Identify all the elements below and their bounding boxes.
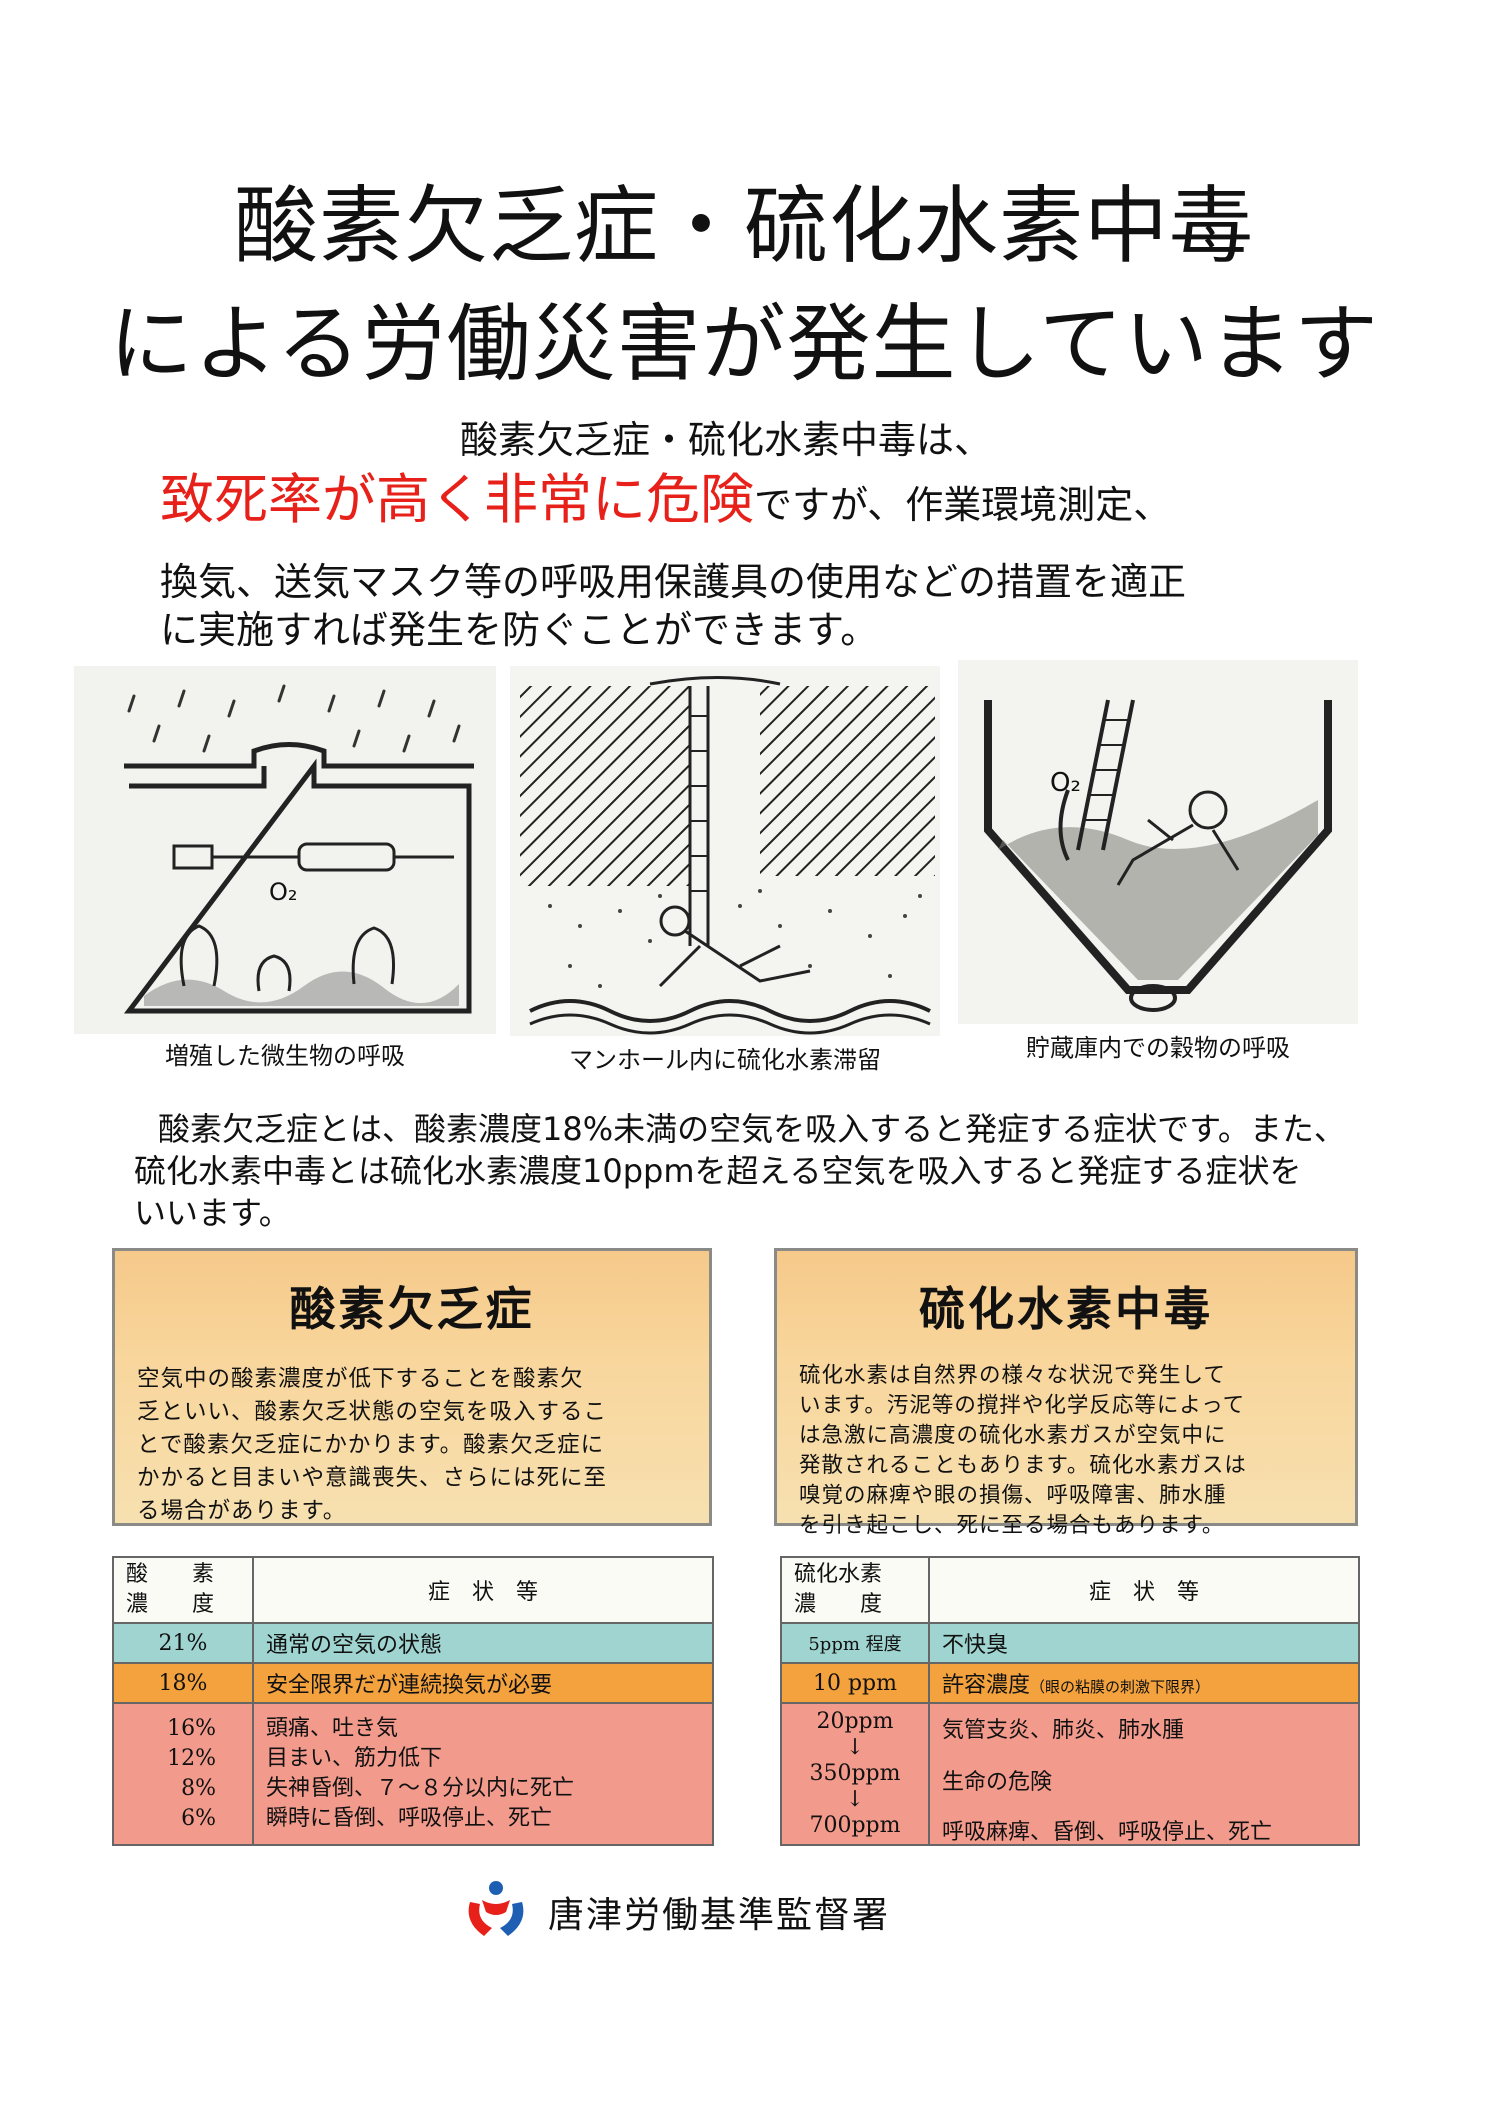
intro-rest3: に実施すれば発生を防ぐことができます。: [160, 608, 879, 652]
symptom-cell: 許容濃度（眼の粘膜の刺激下限界）: [928, 1662, 1360, 1704]
h2s-symptom-table: 硫化水素 濃 度 症 状 等 5ppm 程度 不快臭 10 ppm 許容濃度（眼…: [780, 1556, 1360, 1846]
header-symptoms: 症 状 等: [252, 1556, 714, 1624]
intro-rest1: ですが、作業環境測定、: [754, 483, 1172, 527]
oxygen-box-line: かかると目まいや意識喪失、さらには死に至: [137, 1465, 608, 1491]
table-row: 10 ppm 許容濃度（眼の粘膜の刺激下限界）: [780, 1662, 1360, 1704]
oxygen-box-line: 乏といい、酸素欠乏状態の空気を吸入するこ: [137, 1399, 608, 1425]
concentration-cell: 5ppm 程度: [780, 1622, 930, 1664]
danger-phrase: 致死率が高く非常に危険: [160, 468, 754, 531]
h2s-box-line: を引き起こし、死に至る場合もあります。: [799, 1513, 1225, 1538]
heart-people-logo-icon: [468, 1881, 524, 1936]
table-row: 16% 12% 8% 6% 頭痛、吐き気 目まい、筋力低下 失神昏倒、７～８分以…: [112, 1702, 714, 1846]
grain-silo-drawing: [984, 699, 1332, 1012]
table-header-row: 硫化水素 濃 度 症 状 等: [780, 1556, 1360, 1624]
microbe-tank-drawing: [123, 684, 474, 1014]
h2s-box-line: は急激に高濃度の硫化水素ガスが空気中に: [799, 1423, 1227, 1448]
header-concentration: 酸 素 濃 度: [112, 1556, 254, 1624]
h2s-box-title: 硫化水素中毒: [919, 1282, 1213, 1336]
h2s-box-line: います。汚泥等の撹拌や化学反応等によって: [799, 1393, 1246, 1418]
definition-line3: いいます。: [134, 1194, 291, 1232]
table-row: 21% 通常の空気の状態: [112, 1622, 714, 1664]
ministry-logo: [462, 1878, 530, 1942]
definition-line2: 硫化水素中毒とは硫化水素濃度10ppmを超える空気を吸入すると発症する症状を: [134, 1152, 1302, 1190]
hydrogen-sulfide-box: 硫化水素中毒 硫化水素は自然界の様々な状況で発生して います。汚泥等の撹拌や化学…: [774, 1248, 1358, 1538]
table-row: 20ppm ↓ 350ppm ↓ 700ppm 気管支炎、肺炎、肺水腫 生命の危…: [780, 1702, 1360, 1846]
table-row: 5ppm 程度 不快臭: [780, 1622, 1360, 1664]
o2-label: O₂: [269, 878, 298, 906]
concentration-cell: 20ppm ↓ 350ppm ↓ 700ppm: [780, 1702, 930, 1846]
illustration-grain-storage: O₂: [958, 660, 1358, 1024]
manhole-drawing: [520, 676, 935, 1035]
header-concentration: 硫化水素 濃 度: [780, 1556, 930, 1624]
illustration-manhole: [510, 666, 940, 1036]
table-header-row: 酸 素 濃 度 症 状 等: [112, 1556, 714, 1624]
symptom-cell: 不快臭: [928, 1622, 1360, 1664]
illustration-microbe-respiration: O₂: [74, 666, 496, 1034]
caption-microbe: 増殖した微生物の呼吸: [165, 1042, 405, 1070]
page-title-line2: による労働災害が発生しています: [109, 295, 1379, 393]
o2-label: O₂: [1050, 768, 1081, 798]
caption-manhole: マンホール内に硫化水素滞留: [569, 1046, 881, 1074]
oxygen-box-title: 酸素欠乏症: [289, 1282, 535, 1336]
symptom-cell: 通常の空気の状態: [252, 1622, 714, 1664]
table-row: 18% 安全限界だが連続換気が必要: [112, 1662, 714, 1704]
h2s-box-line: 硫化水素は自然界の様々な状況で発生して: [799, 1363, 1226, 1388]
h2s-box-line: 発散されることもあります。硫化水素ガスは: [799, 1453, 1247, 1478]
symptom-cell: 気管支炎、肺炎、肺水腫 生命の危険 呼吸麻痺、昏倒、呼吸停止、死亡: [928, 1702, 1360, 1846]
oxygen-symptom-table: 酸 素 濃 度 症 状 等 21% 通常の空気の状態 18% 安全限界だが連続換…: [112, 1556, 714, 1846]
labor-office-name: 唐津労働基準監督署: [548, 1895, 891, 1936]
caption-grain: 貯蔵庫内での穀物の呼吸: [1026, 1034, 1290, 1062]
symptom-cell: 安全限界だが連続換気が必要: [252, 1662, 714, 1704]
header-symptoms: 症 状 等: [928, 1556, 1360, 1624]
page-title-line1: 酸素欠乏症・硫化水素中毒: [233, 177, 1254, 275]
concentration-cell: 21%: [112, 1622, 254, 1664]
concentration-cell: 10 ppm: [780, 1662, 930, 1704]
concentration-cell: 16% 12% 8% 6%: [112, 1702, 254, 1846]
intro-lead: 酸素欠乏症・硫化水素中毒は、: [460, 418, 993, 462]
concentration-cell: 18%: [112, 1662, 254, 1704]
oxygen-box-line: る場合があります。: [137, 1498, 347, 1524]
h2s-box-line: 嗅覚の麻痺や眼の損傷、呼吸障害、肺水腫: [799, 1483, 1227, 1508]
oxygen-deficiency-box: 酸素欠乏症 空気中の酸素濃度が低下することを酸素欠 乏といい、酸素欠乏状態の空気…: [112, 1248, 712, 1526]
oxygen-box-line: とで酸素欠乏症にかかります。酸素欠乏症に: [137, 1432, 605, 1458]
intro-danger-line: 致死率が高く非常に危険ですが、作業環境測定、: [160, 473, 1172, 529]
symptom-cell: 頭痛、吐き気 目まい、筋力低下 失神昏倒、７～８分以内に死亡 瞬時に昏倒、呼吸停…: [252, 1702, 714, 1846]
oxygen-box-line: 空気中の酸素濃度が低下することを酸素欠: [137, 1366, 584, 1392]
definition-line1: 酸素欠乏症とは、酸素濃度18%未満の空気を吸入すると発症する症状です。また、: [158, 1110, 1346, 1148]
intro-rest2: 換気、送気マスク等の呼吸用保護具の使用などの措置を適正: [160, 560, 1187, 604]
